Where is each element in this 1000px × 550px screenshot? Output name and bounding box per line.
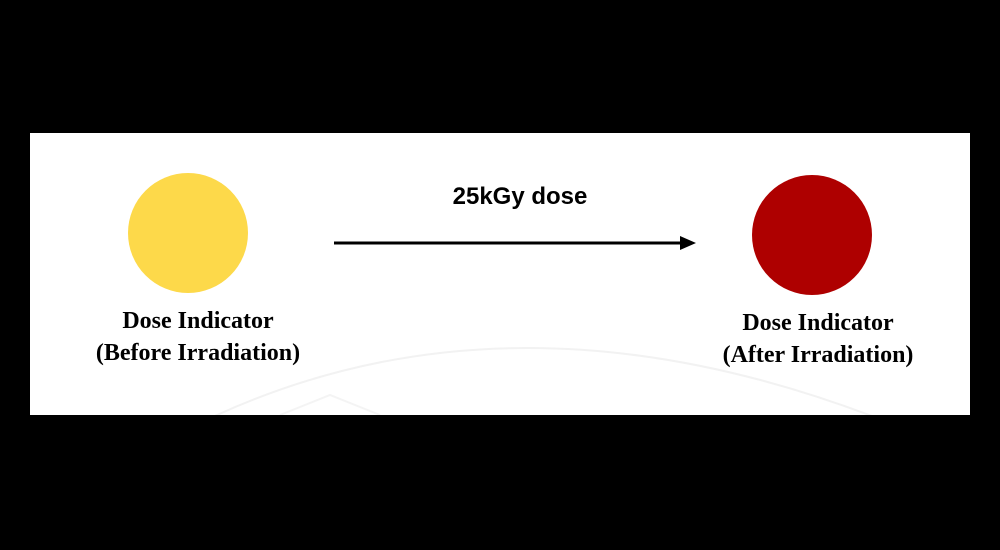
before-irradiation-label: Dose Indicator (Before Irradiation) [68,305,328,369]
right-arrow-icon [334,236,696,250]
after-irradiation-label: Dose Indicator (After Irradiation) [688,307,948,371]
dose-label: 25kGy dose [452,183,588,210]
before-irradiation-indicator-dot [128,173,248,293]
after-irradiation-indicator-dot [752,175,872,295]
arrow-head [680,236,696,250]
after-label-line2: (After Irradiation) [722,342,914,368]
before-label-line1: Dose Indicator [122,308,274,334]
faint-background-watermark [214,347,872,415]
before-label-line2: (Before Irradiation) [95,340,301,366]
diagram-panel: Dose Indicator (Before Irradiation) 25kG… [30,133,970,415]
after-label-line1: Dose Indicator [742,310,894,336]
